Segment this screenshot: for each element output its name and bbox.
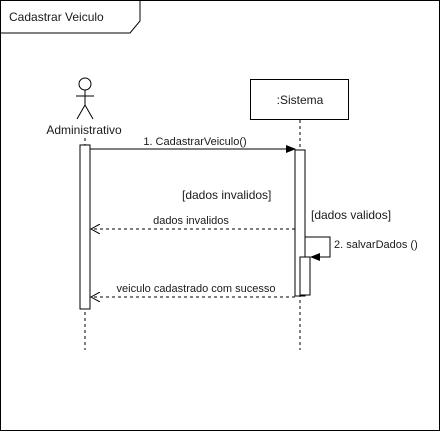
guard-invalid: [dados invalidos] xyxy=(182,188,271,202)
frame-title: Cadastrar Veiculo xyxy=(9,10,104,24)
frame-title-tab xyxy=(0,0,141,34)
system-activation xyxy=(294,149,306,297)
system-self-activation xyxy=(299,256,311,296)
message-cadastrar-label: 1. CadastrarVeiculo() xyxy=(143,136,246,148)
self-message-arrow xyxy=(305,236,331,261)
actor-activation xyxy=(79,144,91,310)
guard-valid: [dados validos] xyxy=(311,208,391,222)
actor-label: Administrativo xyxy=(46,123,122,137)
return-dados-invalidos-label: dados invalidos xyxy=(153,215,229,227)
system-label: :Sistema xyxy=(277,93,324,107)
system-box xyxy=(250,79,349,120)
actor-icon xyxy=(76,77,94,120)
self-message-label: 2. salvarDados () xyxy=(334,239,418,251)
return-success-label: veiculo cadastrado com sucesso xyxy=(117,283,276,295)
